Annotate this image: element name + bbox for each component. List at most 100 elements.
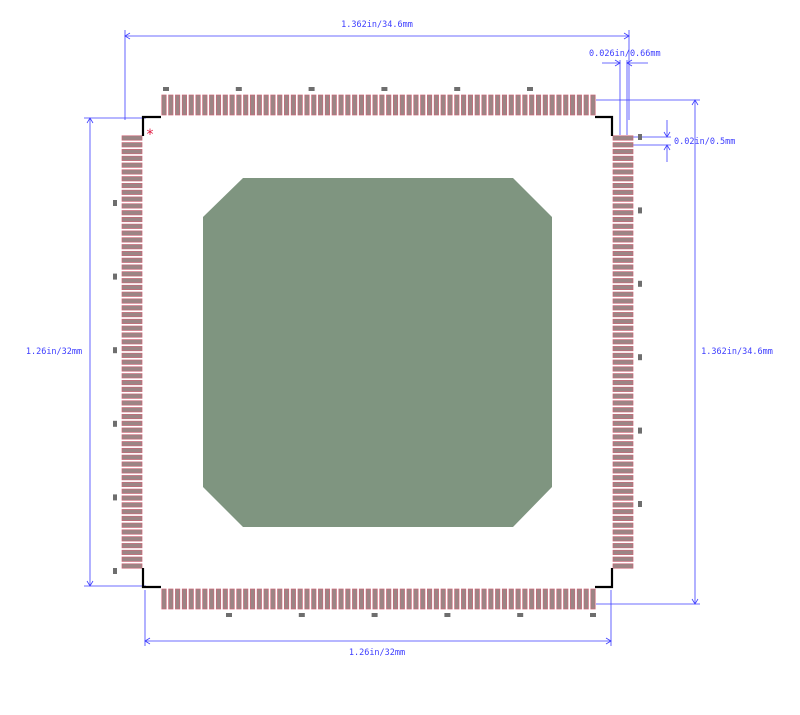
pad — [209, 94, 215, 116]
pad — [413, 94, 419, 116]
pad — [338, 588, 344, 610]
corner-bottom-left — [141, 568, 161, 589]
fiducial — [638, 354, 642, 361]
pad — [175, 588, 181, 610]
pad — [612, 346, 634, 352]
dimension-arrow — [124, 32, 131, 40]
pad — [161, 588, 167, 610]
pad — [121, 352, 143, 358]
pad — [358, 94, 365, 116]
pad — [121, 400, 143, 406]
dimension-arrow — [86, 580, 94, 587]
pad — [121, 366, 143, 372]
pad — [121, 332, 143, 338]
pad — [386, 94, 392, 116]
pad — [612, 380, 634, 386]
pad — [612, 325, 634, 331]
pad — [352, 94, 358, 116]
pad — [488, 94, 494, 116]
pad — [392, 588, 399, 610]
fiducial — [113, 420, 117, 427]
dimension-arrow — [691, 99, 699, 106]
pad — [121, 536, 143, 542]
pad — [121, 393, 143, 399]
pad — [277, 94, 283, 116]
pad — [612, 284, 634, 291]
dimension-arrow — [691, 598, 699, 605]
pad — [529, 94, 535, 116]
pad — [379, 588, 385, 610]
pad — [121, 325, 143, 331]
pad — [612, 549, 634, 555]
pad — [304, 94, 310, 116]
pad — [209, 588, 215, 610]
pad — [454, 588, 460, 610]
pad — [420, 588, 426, 610]
fiducial — [638, 427, 642, 434]
fiducial — [371, 613, 378, 617]
pad — [612, 162, 634, 168]
fiducial — [113, 273, 117, 280]
pad-row-bottom — [161, 588, 596, 610]
corner-bottom-right — [595, 568, 614, 589]
pad — [121, 244, 143, 250]
pad — [612, 298, 634, 304]
pad — [515, 94, 521, 116]
pad — [121, 447, 143, 454]
pad — [121, 549, 143, 555]
pad — [121, 169, 143, 175]
pad — [612, 312, 634, 318]
pad — [467, 588, 473, 610]
pad — [461, 588, 467, 610]
pad — [406, 94, 412, 116]
fiducial — [298, 613, 305, 617]
pad — [121, 305, 143, 311]
pad — [121, 468, 143, 474]
pad — [379, 94, 385, 116]
pad — [365, 588, 371, 610]
pad — [583, 588, 589, 610]
pad — [612, 169, 634, 175]
fiducial — [444, 613, 451, 617]
pad — [181, 94, 187, 116]
pad — [612, 244, 634, 250]
pad — [372, 588, 378, 610]
pad — [236, 94, 242, 116]
pad — [612, 447, 634, 454]
pad — [481, 94, 487, 116]
pad — [440, 94, 446, 116]
pad-column-left — [121, 135, 143, 569]
pad — [121, 380, 143, 386]
pad — [549, 94, 555, 116]
pad — [290, 588, 296, 610]
fiducial — [113, 200, 117, 206]
pad — [121, 543, 143, 549]
dim-label-right-height: 1.362in/34.6mm — [701, 347, 773, 357]
pad — [358, 588, 365, 610]
pad — [508, 588, 514, 610]
pad — [121, 257, 143, 263]
pad — [121, 407, 143, 413]
pad — [121, 291, 143, 297]
pad — [324, 588, 330, 610]
pad — [612, 216, 634, 223]
pad — [612, 529, 634, 535]
pad — [195, 588, 201, 610]
pad — [202, 94, 208, 116]
pad — [612, 509, 634, 515]
pad — [612, 264, 634, 270]
pad — [590, 94, 596, 116]
pad — [612, 223, 634, 229]
pad — [508, 94, 514, 116]
pad — [522, 94, 528, 116]
pad — [612, 454, 634, 460]
fiducial — [235, 87, 242, 91]
pad — [413, 588, 419, 610]
pad — [121, 529, 143, 535]
pad — [121, 413, 143, 420]
pad — [121, 216, 143, 223]
pad — [256, 588, 262, 610]
pad — [612, 142, 634, 148]
pad-column-right — [612, 135, 634, 569]
pad — [467, 94, 473, 116]
